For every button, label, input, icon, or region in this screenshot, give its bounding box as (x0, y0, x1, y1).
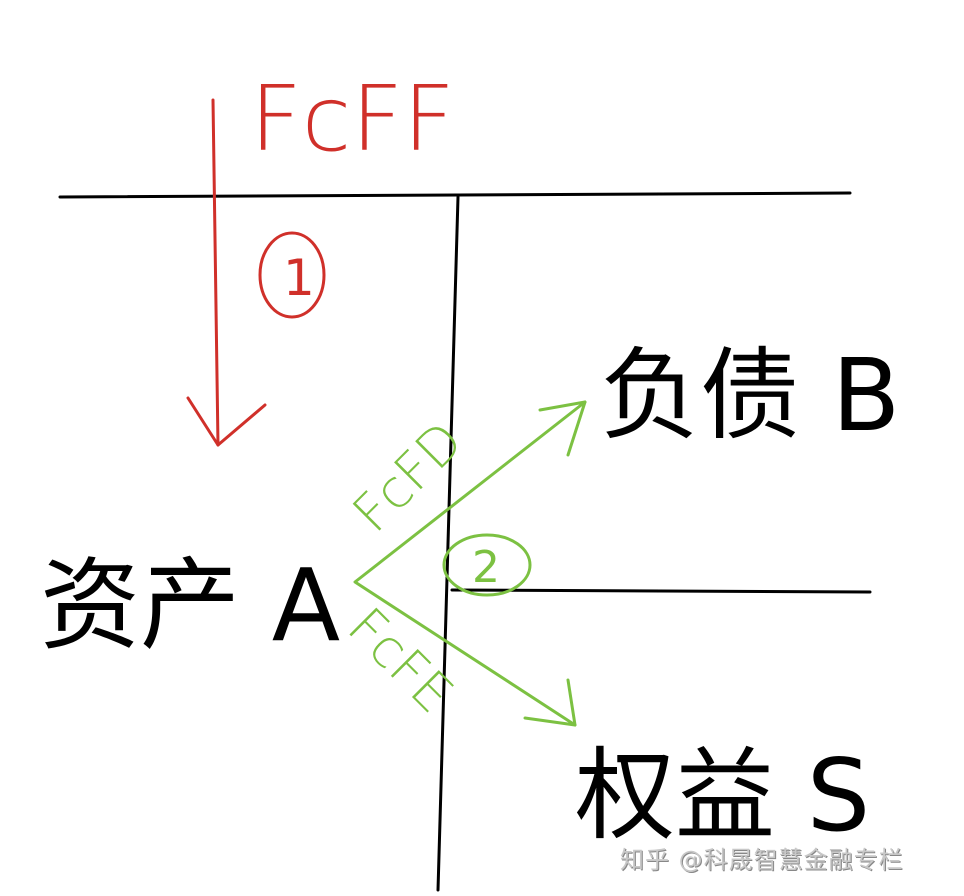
fcfd-label: FcFD (342, 411, 475, 544)
fcfe-arrow-head-icon (523, 678, 577, 727)
liability-equity-divider (450, 588, 872, 594)
fcff-arrow-shaft (211, 98, 220, 447)
step-1-label: 1 (283, 249, 315, 307)
watermark: 知乎 @科晟智慧金融专栏 (620, 846, 904, 874)
step-1-circle (258, 231, 326, 319)
liability-label: 负债 B (600, 337, 900, 454)
fcfd-arrow-head-icon (538, 400, 587, 457)
equity-label: 权益 S (575, 737, 870, 854)
ledger-horizontal-line (58, 191, 852, 199)
ledger-vertical-line (436, 195, 460, 892)
fcff-arrow-head-icon (186, 396, 267, 447)
fcff-label: FcFF (250, 67, 455, 172)
asset-label: 资产 A (40, 547, 340, 664)
step-2-label: 2 (472, 542, 500, 593)
split-arrows (353, 400, 587, 727)
step-2-circle (442, 533, 532, 597)
